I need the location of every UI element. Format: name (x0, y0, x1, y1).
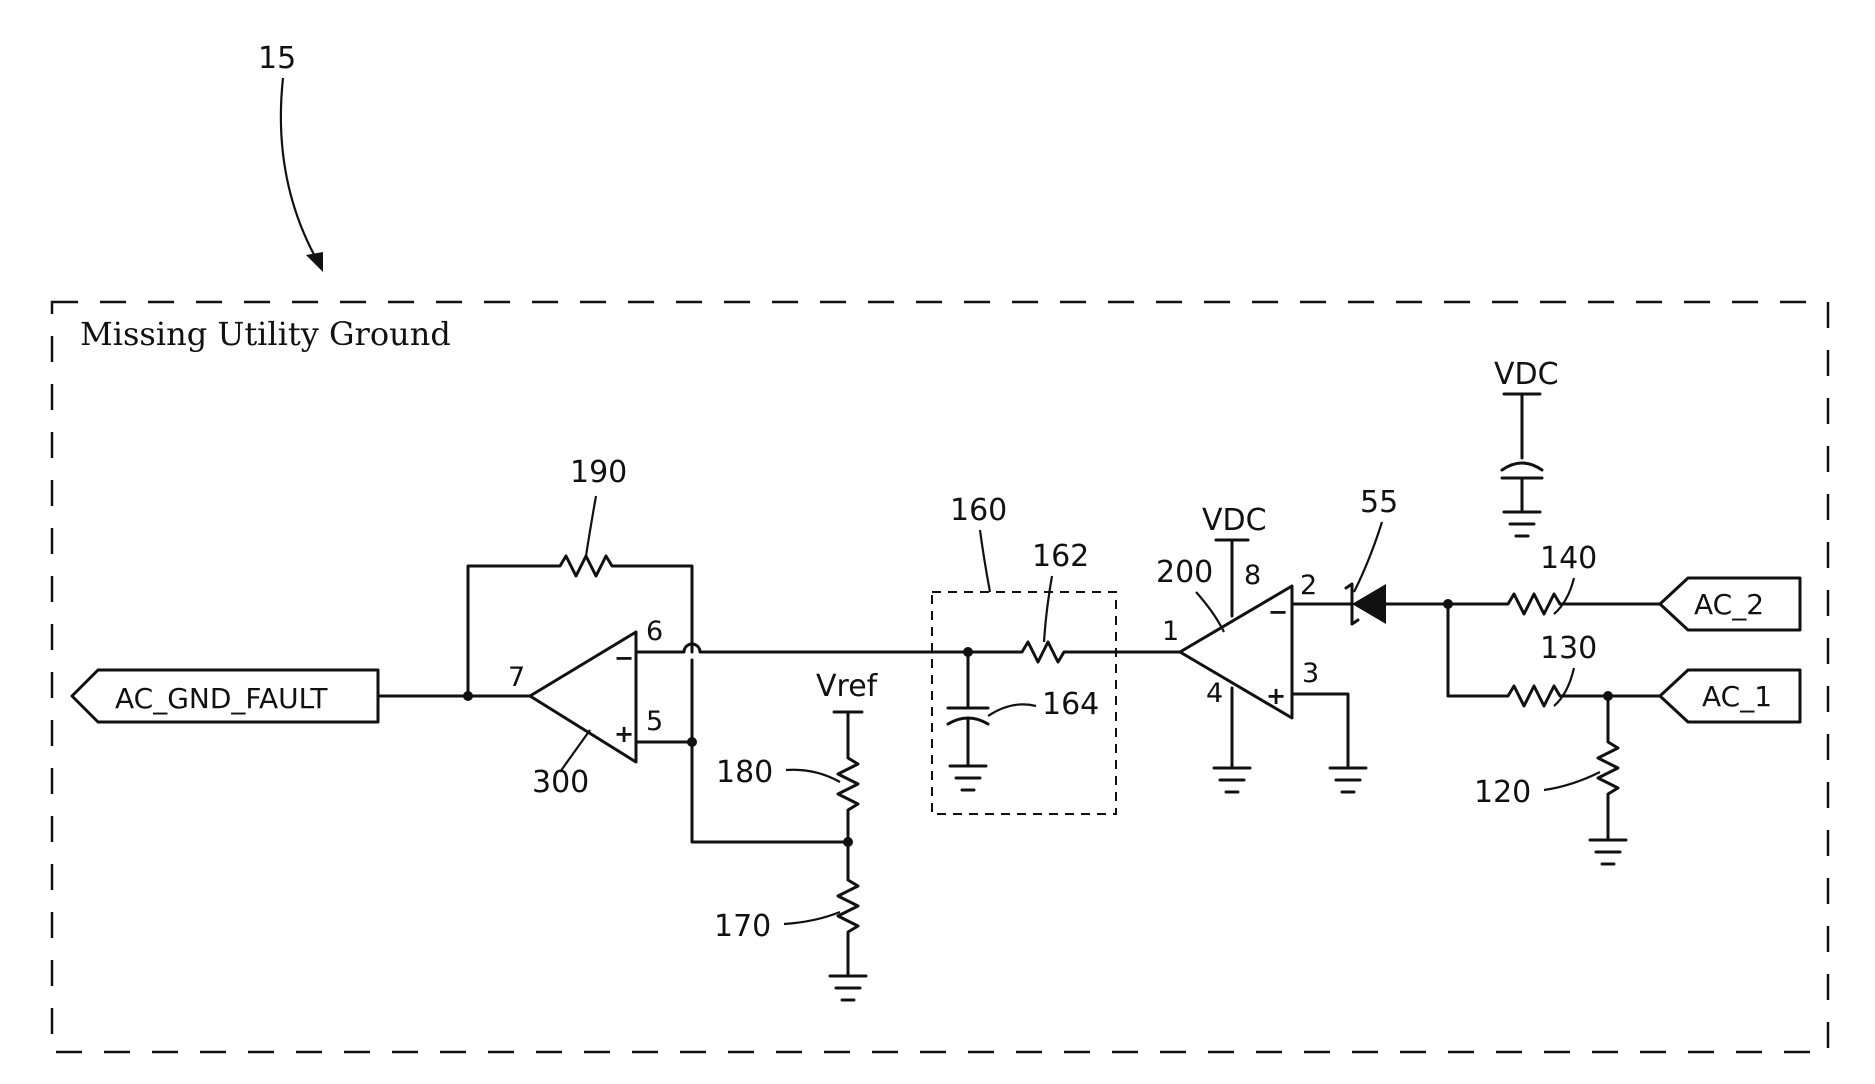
connector-ac-1-label: AC_1 (1702, 680, 1772, 713)
ground-pin-4 (1214, 768, 1250, 792)
wire-minus-input (636, 644, 968, 652)
block-title: Missing Utility Ground (80, 315, 451, 353)
diode-55 (1346, 584, 1448, 624)
ref-180-label: 180 (716, 755, 773, 790)
leader-160 (980, 530, 990, 592)
ground-pin-3 (1330, 768, 1366, 792)
ref-162-label: 162 (1032, 539, 1089, 574)
pin-8-label: 8 (1244, 560, 1261, 591)
amplifier-minus-sign: − (1268, 598, 1288, 626)
ref-140-label: 140 (1540, 541, 1597, 576)
figure-pointer-arrow (281, 78, 323, 272)
wire-pin-3 (1292, 694, 1348, 768)
comparator-300: − + (530, 632, 636, 762)
comparator-minus-sign: − (614, 644, 634, 672)
opamp-vdc-label: VDC (1202, 503, 1267, 538)
pin-6-label: 6 (646, 616, 663, 647)
connector-ac-gnd-fault: AC_GND_FAULT (72, 670, 378, 722)
ref-130-label: 130 (1540, 631, 1597, 666)
connector-ac-gnd-fault-label: AC_GND_FAULT (115, 682, 328, 715)
comparator-plus-sign: + (614, 720, 634, 748)
top-vdc-label: VDC (1494, 357, 1559, 392)
capacitor-164 (948, 652, 988, 790)
ref-160-label: 160 (950, 493, 1007, 528)
ground-170 (830, 976, 866, 1000)
pin-7-label: 7 (508, 662, 525, 693)
resistor-180 (838, 712, 858, 842)
ref-190-label: 190 (570, 455, 627, 490)
leader-190 (586, 496, 596, 556)
pin-4-label: 4 (1206, 678, 1223, 709)
leader-180 (786, 770, 840, 782)
leader-164 (988, 704, 1036, 716)
pin-5-label: 5 (646, 706, 663, 737)
leader-120 (1544, 772, 1600, 790)
capacitor-vdc (1502, 394, 1542, 536)
connector-ac-2: AC_2 (1660, 578, 1800, 630)
leader-140 (1554, 578, 1574, 614)
amplifier-plus-sign: + (1266, 682, 1286, 710)
pin-3-label: 3 (1302, 658, 1319, 689)
pin-1-label: 1 (1162, 616, 1179, 647)
block-outline (52, 302, 1828, 1052)
connector-ac-2-label: AC_2 (1694, 588, 1764, 621)
ref-164-label: 164 (1042, 687, 1099, 722)
figure-ref-label: 15 (258, 41, 296, 76)
leader-130 (1554, 668, 1574, 706)
resistor-140 (1448, 594, 1660, 614)
pin-2-label: 2 (1300, 570, 1317, 601)
ref-170-label: 170 (714, 909, 771, 944)
resistor-162 (968, 642, 1180, 662)
connector-ac-1: AC_1 (1660, 670, 1800, 722)
ref-120-label: 120 (1474, 775, 1531, 810)
vref-label: Vref (816, 669, 879, 704)
ground-120 (1590, 840, 1626, 864)
ref-200-label: 200 (1156, 555, 1213, 590)
resistor-170 (838, 842, 858, 976)
leader-200 (1196, 592, 1224, 632)
leader-162 (1044, 576, 1052, 642)
amplifier-200: − + (1180, 586, 1292, 718)
leader-55 (1354, 522, 1382, 592)
leader-170 (784, 912, 840, 924)
ref-55-label: 55 (1360, 485, 1398, 520)
resistor-120 (1598, 696, 1618, 840)
